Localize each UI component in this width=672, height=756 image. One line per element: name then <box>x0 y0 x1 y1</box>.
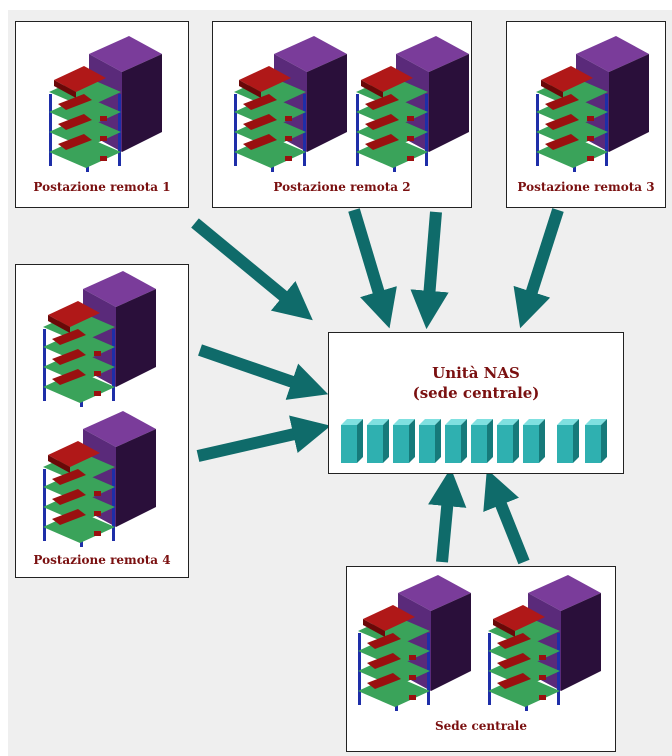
server-icon <box>531 36 651 176</box>
nas-disk <box>523 419 545 463</box>
remote-station-1-label: Postazione remota 1 <box>33 180 171 194</box>
headquarters: Sede centrale <box>346 566 616 752</box>
nas-disk <box>419 419 441 463</box>
remote-station-2-label: Postazione remota 2 <box>273 180 411 194</box>
nas-disk <box>445 419 467 463</box>
arrow-remote2b-to-nas <box>410 211 449 330</box>
remote-station-4: Postazione remota 4 <box>15 264 189 578</box>
remote-station-3: Postazione remota 3 <box>506 21 666 208</box>
remote-station-3-label: Postazione remota 3 <box>517 180 655 194</box>
nas-disk <box>471 419 493 463</box>
nas-disk <box>341 419 363 463</box>
arrow-hq-b-to-nas <box>483 469 530 565</box>
server-icon <box>44 36 164 176</box>
server-icon <box>38 411 158 551</box>
nas-disk <box>367 419 389 463</box>
remote-station-4-label: Postazione remota 4 <box>33 553 171 567</box>
arrow-remote4b-to-nas <box>196 415 331 462</box>
nas-disk <box>497 419 519 463</box>
server-icon <box>483 575 603 715</box>
remote-station-1: Postazione remota 1 <box>15 21 189 208</box>
arrow-remote4a-to-nas <box>198 344 329 400</box>
nas-disk <box>557 419 579 463</box>
nas-disk <box>393 419 415 463</box>
nas-disk-array <box>341 419 607 463</box>
nas-disk <box>585 419 607 463</box>
arrow-remote3-to-nas <box>513 208 564 329</box>
arrow-remote1-to-nas <box>191 218 313 321</box>
arrow-hq-a-to-nas <box>428 467 467 563</box>
arrow-remote2a-to-nas <box>348 208 397 329</box>
nas-title-line2: (sede centrale) <box>412 384 540 402</box>
nas-unit: Unità NAS (sede centrale) <box>328 332 624 474</box>
server-icon <box>353 575 473 715</box>
headquarters-label: Sede centrale <box>434 719 527 733</box>
server-icon <box>351 36 471 176</box>
server-icon <box>229 36 349 176</box>
nas-title: Unità NAS (sede centrale) <box>329 363 623 403</box>
server-icon <box>38 271 158 411</box>
nas-title-line1: Unità NAS <box>432 364 520 382</box>
remote-station-2: Postazione remota 2 <box>212 21 472 208</box>
